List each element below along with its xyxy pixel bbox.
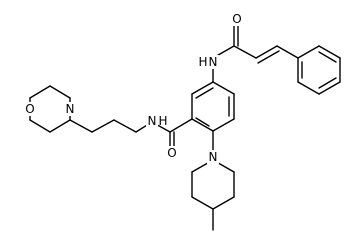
bond bbox=[318, 45, 341, 59]
bond bbox=[191, 118, 214, 132]
bond bbox=[49, 85, 71, 99]
bond bbox=[212, 196, 235, 210]
bond bbox=[195, 117, 210, 127]
atom-label-oxygen: O bbox=[25, 102, 34, 116]
atom-label-oxygen: O bbox=[232, 12, 241, 26]
bond bbox=[297, 81, 320, 95]
atom-label-nitrogen: N bbox=[209, 150, 218, 164]
bond bbox=[318, 77, 337, 89]
bond bbox=[276, 45, 299, 59]
bond bbox=[212, 118, 235, 132]
bond bbox=[318, 51, 337, 63]
bond bbox=[113, 119, 137, 133]
atom-label-nitrogen: N bbox=[148, 114, 157, 128]
bond bbox=[29, 85, 51, 99]
bond bbox=[195, 87, 214, 99]
atom-label-oxygen: O bbox=[167, 146, 176, 160]
atom-label-nitrogen: N bbox=[209, 55, 218, 69]
bond bbox=[29, 119, 51, 133]
atom-label-hydrogen: H bbox=[198, 55, 207, 69]
bond bbox=[297, 45, 320, 59]
atom-label-hydrogen: H bbox=[158, 114, 167, 128]
bond bbox=[169, 118, 193, 133]
bond bbox=[91, 119, 115, 133]
bond bbox=[318, 81, 341, 95]
bond bbox=[69, 119, 93, 133]
bond bbox=[191, 196, 214, 210]
bond bbox=[49, 119, 71, 133]
bonds bbox=[29, 25, 341, 231]
bond bbox=[257, 50, 280, 64]
bond bbox=[191, 81, 214, 95]
bond bbox=[212, 81, 235, 95]
bond bbox=[255, 45, 278, 59]
atom-labels: O N N H O N N H O bbox=[24, 12, 244, 164]
bond bbox=[233, 45, 257, 59]
atom-label-nitrogen: N bbox=[66, 102, 75, 116]
